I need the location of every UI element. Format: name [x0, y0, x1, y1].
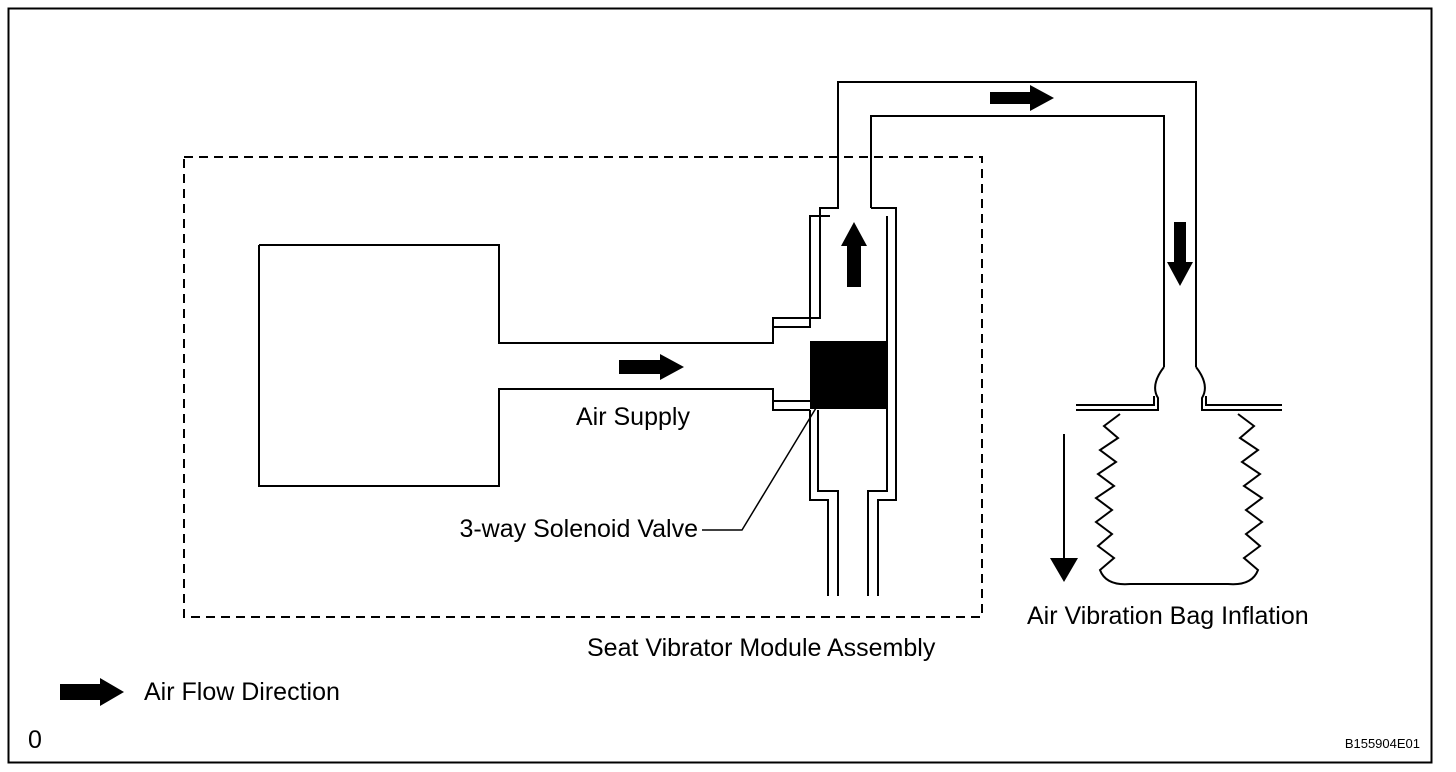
- label-solenoid-valve: 3-way Solenoid Valve: [459, 515, 698, 543]
- corner-mark: 0: [28, 726, 42, 754]
- bag-neck-right: [1195, 366, 1282, 411]
- diagram-frame: [7, 7, 1433, 764]
- label-air-supply: Air Supply: [576, 403, 690, 431]
- valve-body-right-inner: [867, 216, 888, 596]
- bag-neck: [1076, 366, 1165, 411]
- vibration-bag: [1094, 413, 1264, 586]
- flow-arrow-up: [841, 222, 867, 287]
- pump-housing: [259, 81, 1197, 367]
- label-module-assembly: Seat Vibrator Module Assembly: [587, 634, 936, 662]
- valve-body-inner-wall: [773, 215, 830, 328]
- legend-arrow: [60, 678, 124, 706]
- solenoid-plunger: [810, 341, 886, 409]
- valve-body-right: [871, 207, 897, 596]
- outlet-tube: [870, 115, 1165, 367]
- module-boundary: [183, 156, 983, 618]
- valve-body-left: [809, 410, 829, 596]
- flow-arrow-down: [1167, 222, 1193, 286]
- legend-label: Air Flow Direction: [144, 678, 340, 706]
- flow-arrow-supply: [619, 354, 684, 380]
- pump-housing-lower: [258, 245, 810, 487]
- inflation-arrow-head: [1050, 558, 1078, 582]
- label-bag-inflation: Air Vibration Bag Inflation: [1027, 602, 1309, 630]
- flow-arrow-top: [990, 85, 1054, 111]
- valve-body-left-inner: [817, 410, 839, 596]
- figure-code: B155904E01: [1345, 736, 1420, 751]
- solenoid-leader-line: [702, 407, 817, 531]
